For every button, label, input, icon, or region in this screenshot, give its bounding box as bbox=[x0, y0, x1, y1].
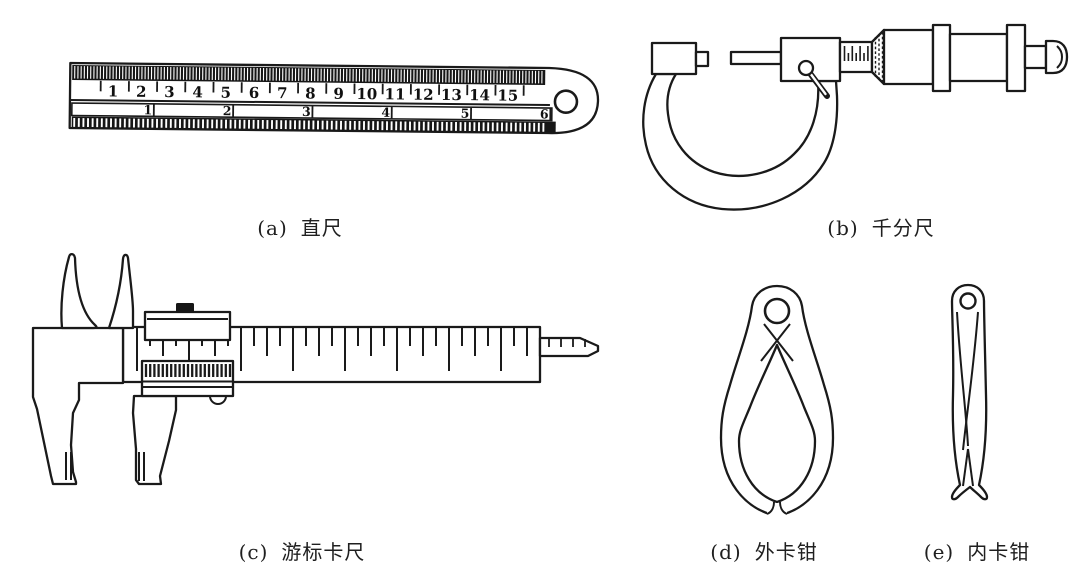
ruler-cm-number: 3 bbox=[164, 83, 175, 101]
ruler-cm-number: 7 bbox=[277, 84, 288, 102]
caliper-fixed-head-and-jaw bbox=[31, 326, 125, 486]
micrometer-ratchet-stem bbox=[1023, 44, 1048, 70]
vernier-caliper-drawing bbox=[31, 252, 600, 486]
ruler-inch-number: 4 bbox=[381, 105, 390, 120]
ruler-cm-number: 1 bbox=[108, 82, 119, 100]
caliper-vernier-comb bbox=[144, 364, 232, 377]
label-c-index: (c) bbox=[238, 540, 269, 564]
micrometer-barrel-2 bbox=[948, 32, 1009, 83]
ruler-cm-number: 13 bbox=[441, 86, 462, 104]
caliper-beam-ticks bbox=[136, 328, 528, 371]
label-b-name: 千分尺 bbox=[871, 216, 935, 240]
ruler-cm-number: 15 bbox=[497, 86, 518, 104]
inside-caliper-drawing bbox=[950, 283, 989, 501]
micrometer-frame bbox=[642, 72, 839, 211]
micrometer-lock-knob bbox=[797, 59, 815, 77]
micrometer-anvil-block bbox=[650, 41, 698, 76]
micrometer-lock-lever-inner bbox=[808, 71, 827, 96]
caliper-movable-inside-jaw bbox=[107, 253, 135, 330]
micrometer-spindle bbox=[729, 50, 783, 66]
inside-caliper-leg-edges bbox=[956, 311, 979, 487]
caliper-fixed-inside-jaw bbox=[60, 252, 98, 330]
caliper-slider-box bbox=[143, 310, 232, 342]
caliper-thumb-button bbox=[176, 303, 194, 313]
ruler-inch-separators bbox=[152, 104, 552, 121]
ruler-cm-separators bbox=[99, 80, 525, 96]
ruler-cm-number: 5 bbox=[221, 84, 232, 102]
label-d-index: (d) bbox=[710, 540, 742, 564]
ruler-inch-number: 2 bbox=[223, 103, 232, 118]
caliper-depth-rod bbox=[538, 336, 600, 358]
label-b: (b) 千分尺 bbox=[827, 212, 934, 241]
ruler-inch-number: 5 bbox=[461, 106, 470, 121]
micrometer-drawing bbox=[642, 23, 1069, 211]
label-e: (e) 内卡钳 bbox=[924, 536, 1030, 565]
label-a: (a) 直尺 bbox=[257, 212, 343, 241]
micrometer-sleeve-ticks bbox=[843, 46, 873, 61]
label-e-name: 内卡钳 bbox=[967, 540, 1031, 564]
ruler-inch-number: 1 bbox=[143, 102, 152, 117]
micrometer-bevel-hatch bbox=[874, 32, 884, 82]
label-a-name: 直尺 bbox=[300, 216, 343, 240]
ruler-cm-number: 10 bbox=[356, 85, 377, 103]
outside-caliper-tip-gap bbox=[767, 503, 787, 519]
label-e-index: (e) bbox=[923, 540, 955, 564]
micrometer-thimble-barrel bbox=[882, 28, 935, 86]
caliper-fixed-jaw-slot bbox=[65, 452, 72, 480]
caliper-rod-ticks bbox=[548, 339, 586, 347]
outside-caliper-pivot-hole bbox=[763, 297, 791, 325]
label-d: (d) 外卡钳 bbox=[710, 536, 817, 565]
ruler-cm-number: 8 bbox=[305, 84, 316, 102]
micrometer-flange-ring-1 bbox=[931, 23, 952, 93]
label-c-name: 游标卡尺 bbox=[281, 540, 366, 564]
ruler-inch-number: 3 bbox=[302, 104, 311, 119]
caliper-adjust-knob bbox=[209, 395, 227, 405]
caliper-movable-jaw-slot bbox=[138, 452, 145, 481]
ruler-cm-number: 2 bbox=[136, 83, 147, 101]
ruler-hanging-hole bbox=[553, 89, 579, 114]
ruler-comb-ticks bbox=[73, 118, 545, 132]
label-c: (c) 游标卡尺 bbox=[239, 536, 366, 565]
micrometer-ratchet-cap bbox=[1044, 39, 1069, 75]
outside-caliper-right-tip bbox=[779, 501, 788, 515]
ruler-cm-number: 6 bbox=[249, 84, 260, 102]
ruler-cm-number: 9 bbox=[333, 85, 344, 103]
ruler-inch-numbers: 1 2 3 4 5 6 bbox=[143, 102, 549, 121]
ruler-scale-divider bbox=[69, 98, 550, 107]
ruler-cm-number: 14 bbox=[469, 86, 490, 104]
ruler-inch-number: 6 bbox=[540, 106, 549, 121]
micrometer-ratchet-cap-contour bbox=[1056, 45, 1064, 69]
label-a-index: (a) bbox=[257, 216, 288, 240]
inside-caliper-pivot-hole bbox=[959, 292, 977, 310]
ruler-mm-ticks bbox=[74, 66, 543, 84]
outside-caliper-left-tip bbox=[766, 501, 775, 515]
micrometer-flange-ring-2 bbox=[1005, 23, 1027, 93]
micrometer-anvil-tip bbox=[694, 50, 710, 68]
outside-caliper-drawing bbox=[719, 284, 835, 519]
ruler-cm-number: 4 bbox=[192, 83, 203, 101]
ruler-cm-number: 12 bbox=[413, 86, 434, 104]
label-b-index: (b) bbox=[827, 216, 859, 240]
outside-caliper-leg-crossing bbox=[760, 323, 794, 362]
label-d-name: 外卡钳 bbox=[754, 540, 818, 564]
ruler-cm-number: 11 bbox=[384, 85, 405, 103]
